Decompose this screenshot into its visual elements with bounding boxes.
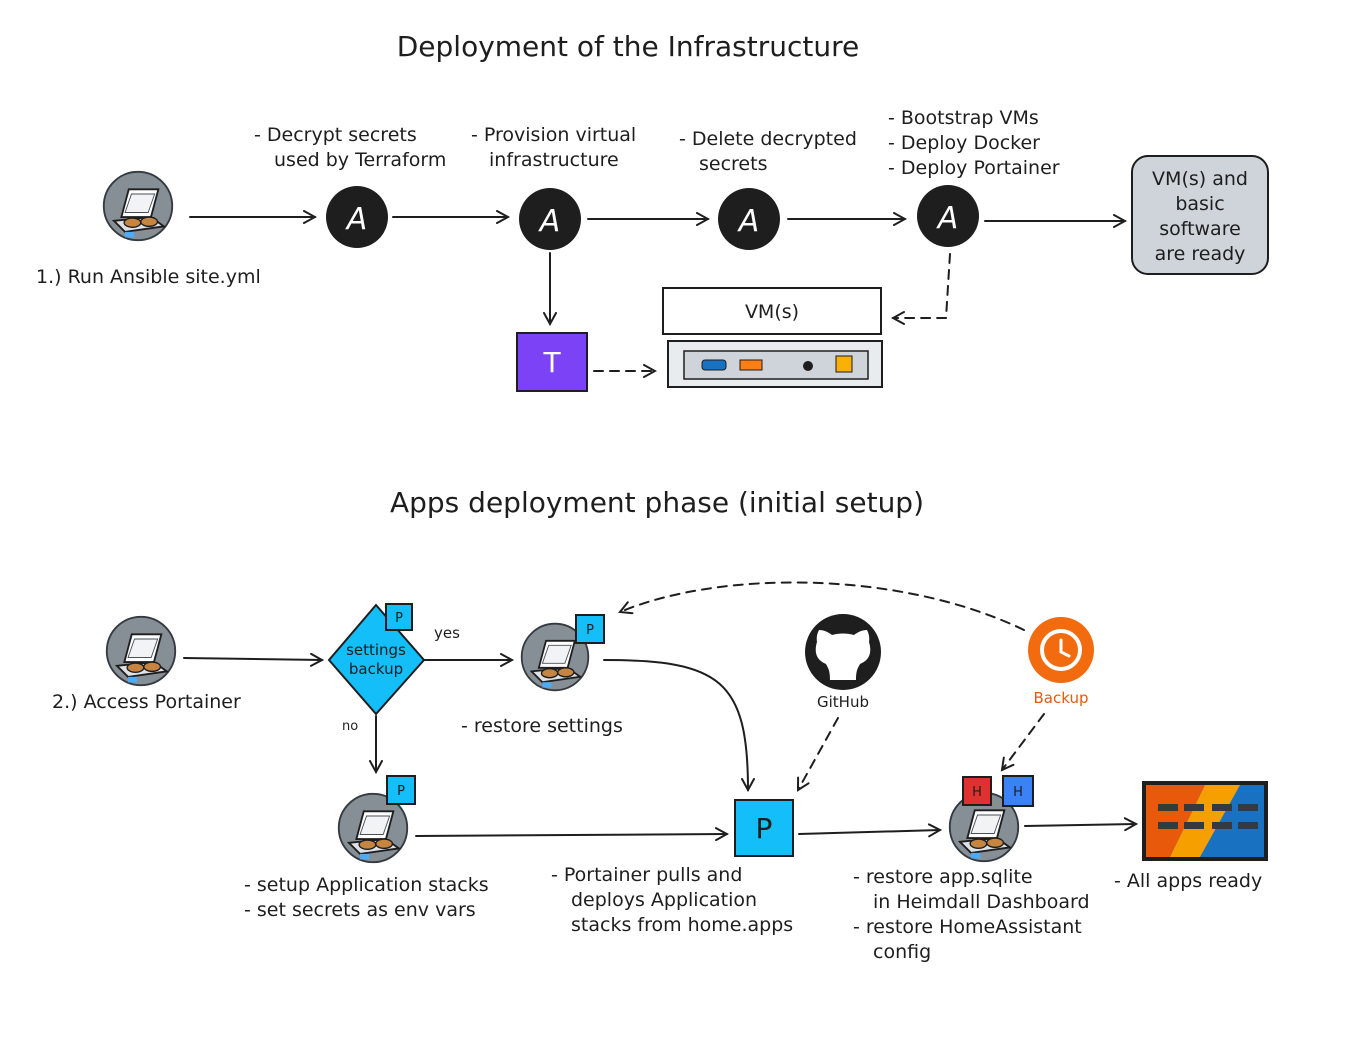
backup-label: Backup bbox=[1034, 689, 1089, 707]
step2-line2: infrastructure bbox=[489, 149, 619, 171]
portainer-glyph: P bbox=[397, 784, 405, 799]
heimdall-glyph: H bbox=[972, 785, 982, 800]
final-label: - All apps ready bbox=[1114, 870, 1262, 892]
no-label: no bbox=[342, 719, 358, 734]
run-ansible-label: 1.) Run Ansible site.yml bbox=[36, 266, 261, 288]
heimdall-glyph: H bbox=[1013, 785, 1023, 800]
setup-line1: - setup Application stacks bbox=[244, 874, 489, 896]
laptop-user-icon bbox=[105, 615, 177, 687]
server-rack-icon bbox=[667, 340, 883, 388]
ansible-glyph: A bbox=[936, 201, 959, 236]
step2-line1: - Provision virtual bbox=[471, 124, 636, 146]
ready-line3: software bbox=[1159, 218, 1241, 240]
portainer-icon: P bbox=[734, 799, 794, 857]
arrow-restore-to-portainer bbox=[603, 659, 748, 790]
restore2-line1: - restore app.sqlite bbox=[853, 866, 1033, 888]
step1-line1: - Decrypt secrets bbox=[254, 124, 417, 146]
vm-label: VM(s) bbox=[745, 301, 799, 323]
restore2-line2: in Heimdall Dashboard bbox=[873, 891, 1090, 913]
step3-line2: secrets bbox=[699, 153, 767, 175]
portainer-icon: P bbox=[575, 614, 605, 644]
decision-line1: settings bbox=[346, 641, 406, 659]
decision-line2: backup bbox=[349, 660, 403, 678]
step4-line3: - Deploy Portainer bbox=[888, 157, 1060, 179]
arrow-portainer-to-heimdall bbox=[798, 830, 940, 834]
restore-settings-label: - restore settings bbox=[461, 715, 623, 737]
ansible-glyph: A bbox=[345, 202, 368, 237]
terraform-glyph: T bbox=[542, 346, 561, 379]
ansible-icon: A bbox=[519, 188, 581, 250]
pull-line2: deploys Application bbox=[571, 889, 757, 911]
step1-line2: used by Terraform bbox=[274, 149, 446, 171]
yes-label: yes bbox=[434, 624, 460, 642]
ready-line1: VM(s) and bbox=[1152, 168, 1248, 190]
step3-line1: - Delete decrypted bbox=[679, 128, 857, 150]
step4-line1: - Bootstrap VMs bbox=[888, 107, 1039, 129]
pull-line3: stacks from home.apps bbox=[571, 914, 793, 936]
restore2-line3: - restore HomeAssistant bbox=[853, 916, 1082, 938]
backup-icon bbox=[1028, 617, 1094, 683]
ansible-icon: A bbox=[326, 186, 388, 248]
settings-backup-decision bbox=[327, 603, 426, 716]
github-label: GitHub bbox=[817, 693, 869, 711]
github-icon bbox=[805, 614, 881, 690]
portainer-glyph: P bbox=[756, 812, 773, 845]
arrow-github-to-portainer bbox=[798, 717, 839, 790]
heimdall-icon: H bbox=[962, 776, 992, 806]
ansible-glyph: A bbox=[737, 204, 760, 239]
portainer-icon: P bbox=[385, 603, 413, 631]
ansible-glyph: A bbox=[538, 204, 561, 239]
pull-line1: - Portainer pulls and bbox=[551, 864, 742, 886]
ready-line4: are ready bbox=[1155, 243, 1246, 265]
vm-box bbox=[662, 287, 882, 335]
portainer-glyph: P bbox=[395, 611, 403, 626]
arrow-backup-to-restore bbox=[620, 581, 1025, 631]
setup-line2: - set secrets as env vars bbox=[244, 899, 476, 921]
section2-title: Apps deployment phase (initial setup) bbox=[390, 486, 924, 519]
portainer-icon: P bbox=[386, 775, 416, 805]
ansible-icon: A bbox=[917, 185, 979, 247]
ansible-icon: A bbox=[718, 188, 780, 250]
arrow-heimdall-to-screen bbox=[1024, 824, 1136, 826]
arrow-ansible4-to-vm bbox=[893, 253, 951, 318]
ready-box bbox=[1131, 155, 1269, 275]
arrow-laptop-to-decision bbox=[183, 658, 322, 660]
arrow-setup-to-portainer bbox=[415, 834, 727, 836]
restore2-line4: config bbox=[873, 941, 931, 963]
laptop-user-icon bbox=[102, 170, 174, 242]
terraform-icon bbox=[516, 332, 588, 392]
heimdall-icon: H bbox=[1002, 775, 1034, 807]
portainer-glyph: P bbox=[586, 623, 594, 638]
step4-line2: - Deploy Docker bbox=[888, 132, 1040, 154]
section1-title: Deployment of the Infrastructure bbox=[397, 30, 860, 63]
dashboard-screen-icon bbox=[1142, 781, 1268, 861]
arrow-backup-to-heimdall bbox=[1002, 713, 1045, 770]
ready-line2: basic bbox=[1175, 193, 1224, 215]
access-portainer-label: 2.) Access Portainer bbox=[52, 691, 241, 713]
